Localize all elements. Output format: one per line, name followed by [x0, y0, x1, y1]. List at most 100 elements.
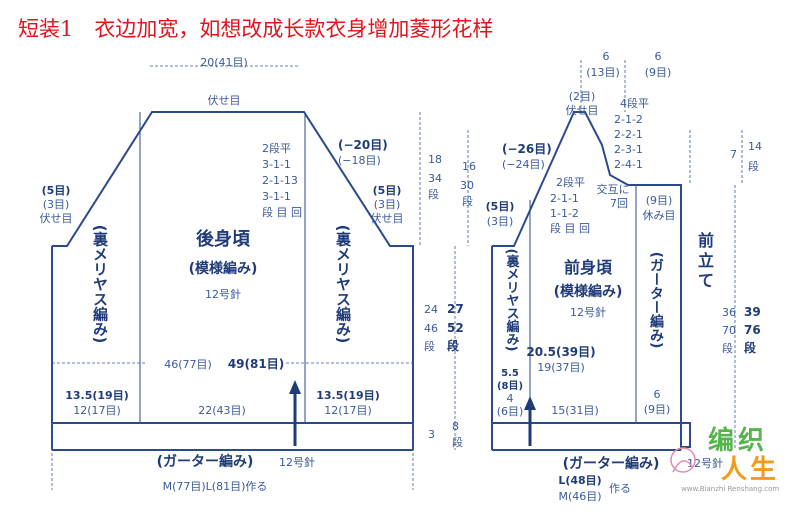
front-minus26: (−26目) [502, 142, 552, 156]
front-top-9: (9目) [645, 66, 672, 79]
front-cast-on-make: 作る [609, 482, 631, 495]
placket-char: 前 [698, 231, 714, 250]
front-bottom: 15(31目) [551, 404, 599, 417]
side-small: 5.5 [501, 368, 519, 379]
front-width-l: 20.5(39目) [526, 345, 595, 359]
row-label: 2-4-1 [614, 158, 643, 171]
dim-dan: 段 [424, 339, 435, 353]
back-side-left: (5目) (3目) 伏せ目 [40, 184, 73, 225]
front-needle: 12号針 [570, 305, 606, 319]
decrease-row: 2-1-13 [262, 174, 298, 187]
side-small: (8目) [497, 380, 523, 392]
back-minus18: (−18目) [338, 154, 381, 167]
front-alternate: 交互に [597, 182, 630, 196]
logo-char: 人 [721, 455, 747, 485]
front-side-5: (5目) [486, 200, 515, 213]
front-name: 前身頃 [564, 258, 613, 277]
knit-direction-arrow [289, 380, 301, 446]
back-name: 後身頃 [196, 228, 251, 250]
decrease-row: 3-1-1 [262, 158, 291, 171]
side-label: (5目) [42, 184, 71, 197]
front-rows-b: 2段平 2-1-1 1-1-2 段 目 回 [550, 175, 590, 235]
dim-dan: 段 [428, 187, 439, 201]
front-hem-needle: 12号針 [687, 456, 723, 470]
row-label: 2段平 [556, 175, 585, 189]
front-outline [491, 111, 691, 448]
dim-18: 18 [428, 153, 442, 166]
front-rest-label: 休み目 [643, 209, 676, 222]
front-top-6b: 6 [655, 50, 662, 63]
decrease-row: 段 目 回 [262, 205, 302, 219]
dim-7: 7 [730, 148, 737, 161]
decrease-row: 3-1-1 [262, 190, 291, 203]
dim-16: 16 [462, 160, 476, 173]
back-needle: 12号針 [205, 287, 241, 301]
back-width-m: 46(77目) [164, 358, 212, 371]
front-width-m: 19(37目) [537, 361, 585, 374]
dim-76: 76 [744, 323, 761, 337]
row-label: 1-1-2 [550, 207, 579, 220]
front-sleeve: (裏メリヤス編み) [504, 249, 521, 352]
front-top-13: (13目) [586, 66, 620, 79]
back-sleeve-right: (裏メリヤス編み) [334, 225, 352, 344]
front-band: (ガーター編み) [648, 252, 664, 349]
front-two-stitch: (2目) [569, 90, 596, 103]
dim-46: 46 [424, 322, 438, 335]
decrease-row: 2段平 [262, 141, 291, 155]
back-sleeve-left: (裏メリヤス編み) [91, 225, 109, 344]
side-small: (6目) [497, 405, 524, 418]
back-hem: (ガーター編み) [157, 453, 254, 470]
front-bind-off: 伏せ目 [566, 103, 599, 117]
dim-dan: 段 [447, 338, 460, 353]
dim-3: 3 [428, 428, 435, 441]
front-pattern: (模様編み) [554, 283, 623, 300]
logo-mark [670, 447, 696, 473]
dim-39: 39 [744, 305, 761, 319]
side-label: (3目) [43, 198, 70, 211]
back-cast-on: M(77目)L(81目)作る [163, 480, 268, 493]
front-top-6a: 6 [603, 50, 610, 63]
back-pattern: (模様編み) [189, 260, 258, 277]
back-bind-off: 伏せ目 [208, 93, 241, 107]
back-bottom-right-m: 12(17目) [324, 404, 372, 417]
site-logo: 编 织 人 生 www.Bianzhi Renshang.com [670, 425, 779, 493]
dim-24: 24 [424, 303, 438, 316]
page-title: 短装1 衣边加宽，如想改成长款衣身增加菱形花样 [18, 17, 493, 41]
front-side-small: 5.5 (8目) 4 (6目) [497, 368, 524, 418]
front-cast-on-l: L(48目) [558, 474, 601, 487]
front-minus24: (−24目) [502, 158, 545, 171]
dim-30: 30 [460, 179, 474, 192]
dim-36: 36 [722, 306, 736, 319]
side-label: 伏せ目 [371, 211, 404, 225]
placket-char: て [698, 271, 714, 290]
logo-char: 编 [708, 425, 734, 456]
front-side-3: (3目) [487, 215, 514, 228]
dim-27: 27 [447, 302, 464, 316]
front-bottom-9: (9目) [644, 403, 671, 416]
side-small: 4 [507, 392, 514, 405]
dim-dan: 段 [462, 194, 473, 208]
back-width-l: 49(81目) [228, 357, 284, 371]
back-side-right: (5目) (3目) 伏せ目 [371, 184, 404, 225]
row-label: 2-1-1 [550, 192, 579, 205]
dim-14: 14 [748, 140, 762, 153]
dim-dan: 段 [452, 435, 463, 449]
back-minus20: (−20目) [338, 138, 388, 152]
dim-dan: 段 [748, 159, 759, 173]
side-label: (5目) [373, 184, 402, 197]
row-label: 2-1-2 [614, 113, 643, 126]
side-label: (3目) [374, 198, 401, 211]
row-label: 2-3-1 [614, 143, 643, 156]
logo-swirl [672, 460, 694, 473]
back-bottom-left-m: 12(17目) [73, 404, 121, 417]
dim-8: 8 [452, 420, 459, 433]
front-rows-a: 4段平 2-1-2 2-2-1 2-3-1 2-4-1 [614, 96, 649, 171]
front-hem: (ガーター編み) [563, 455, 660, 472]
back-piece [51, 65, 414, 490]
dim-34: 34 [428, 172, 442, 185]
front-arrow [524, 396, 536, 446]
logo-char: 生 [750, 455, 776, 485]
back-bottom-mid: 22(43目) [198, 404, 246, 417]
front-bottom-6: 6 [654, 388, 661, 401]
